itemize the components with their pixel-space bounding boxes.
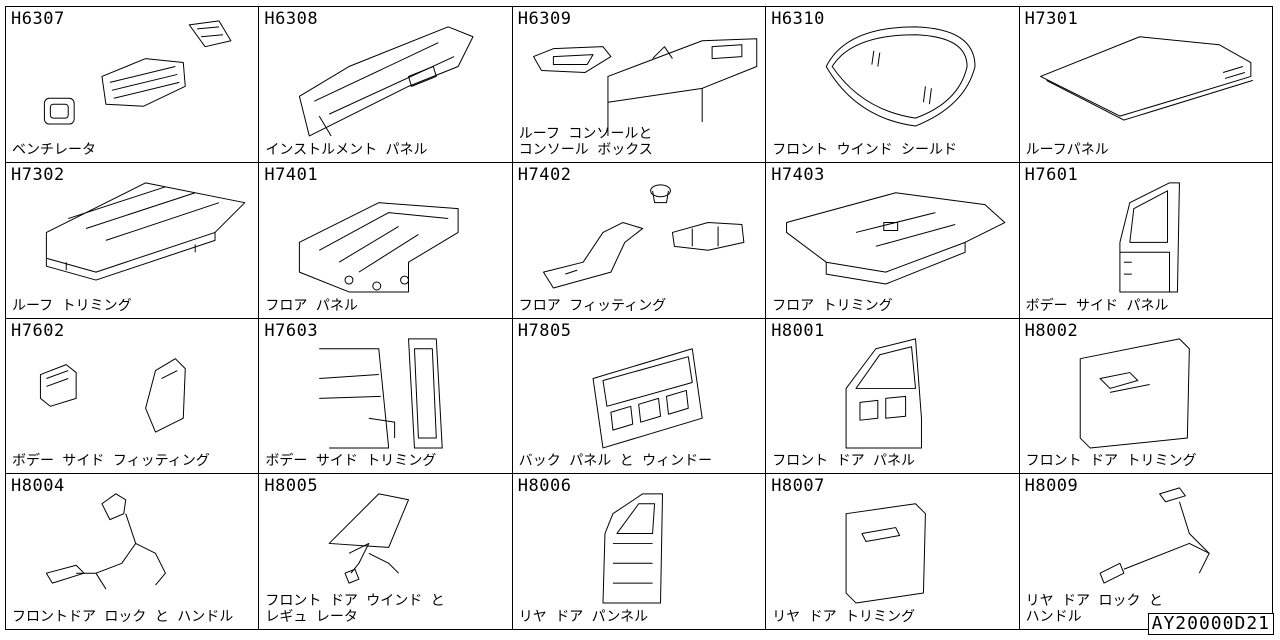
door-lock-icon xyxy=(45,493,166,590)
part-cell-h6307[interactable]: H6307 ベンチレータ xyxy=(6,7,260,163)
part-code: H6307 xyxy=(11,9,65,29)
part-cell-h7401[interactable]: H7401 フロア パネル xyxy=(259,162,513,319)
part-code: H7402 xyxy=(517,164,572,185)
part-code: H7401 xyxy=(264,164,319,185)
part-label: フロントドア ロック と ハンドル xyxy=(12,609,234,625)
cab-trim-icon xyxy=(319,337,444,448)
part-cell-h7602[interactable]: H7602 ボデー サイド フィッティング xyxy=(6,318,260,475)
part-cell-h6310[interactable]: H6310 フロント ウインド シールド xyxy=(766,7,1020,163)
part-code: H7603 xyxy=(264,320,319,341)
part-code: H8004 xyxy=(11,476,65,497)
part-label: ルーフ トリミング xyxy=(12,297,132,314)
part-cell-h7601[interactable]: H7601 ボデー サイド パネル xyxy=(1019,162,1273,319)
part-code: H7602 xyxy=(11,320,65,341)
part-cell-h8007[interactable]: H8007 リヤ ドア トリミング xyxy=(766,474,1020,630)
floor-panel-icon xyxy=(299,201,460,293)
part-label: ベンチレータ xyxy=(12,141,96,158)
part-cell-h7403[interactable]: H7403 フロア トリミング xyxy=(766,162,1020,319)
part-label: バック パネル と ウィンドー xyxy=(518,453,713,470)
part-code: H7805 xyxy=(517,320,572,341)
part-label: リヤ ドア トリミング xyxy=(772,609,916,625)
part-cell-h7301[interactable]: H7301 ルーフパネル xyxy=(1019,7,1273,163)
windshield-icon xyxy=(825,26,976,127)
part-code: H8001 xyxy=(771,320,825,341)
part-code: H6310 xyxy=(771,9,825,29)
roof-panel-icon xyxy=(1039,36,1253,121)
part-cell-h6309[interactable]: H6309 ルーフ コンソールと コンソール ボックス xyxy=(512,7,767,163)
vent-louver-icon xyxy=(43,20,232,125)
part-code: H8006 xyxy=(517,476,572,497)
floor-trim-icon xyxy=(786,192,1006,285)
part-label: ボデー サイド パネル xyxy=(1025,297,1169,314)
part-cell-h8004[interactable]: H8004 フロントドア ロック と ハンドル xyxy=(6,474,260,630)
floor-fitting-icon xyxy=(542,184,745,289)
part-code: H8009 xyxy=(1024,476,1079,497)
rear-door-lock-icon xyxy=(1099,487,1210,584)
part-cell-h8009[interactable]: H8009 リヤ ドア ロック と ハンドル xyxy=(1019,474,1273,630)
part-label: リヤ ドア パンネル xyxy=(518,609,649,625)
part-cell-h7603[interactable]: H7603 ボデー サイド トリミング xyxy=(259,318,513,475)
part-code: H7302 xyxy=(11,164,65,185)
rear-door-icon xyxy=(602,493,663,604)
part-label: ボデー サイド フィッティング xyxy=(12,453,210,470)
part-label: リヤ ドア ロック と ハンドル xyxy=(1025,593,1163,625)
part-cell-h8005[interactable]: H8005 フロント ドア ウインド と レギュ レータ xyxy=(259,474,513,630)
part-code: H6308 xyxy=(264,9,319,29)
part-code: H7403 xyxy=(771,164,825,185)
parts-grid: H6307 ベンチレータ H6308 インストルメント パネル H6309 ルーフ コンソ… xyxy=(5,6,1273,630)
window-regulator-icon xyxy=(329,493,410,584)
mud-flap-icon xyxy=(39,357,186,433)
part-code: H6309 xyxy=(517,9,572,29)
part-code: H7601 xyxy=(1024,164,1079,185)
instrument-panel-icon xyxy=(299,26,474,137)
part-cell-h8001[interactable]: H8001 フロント ドア パネル xyxy=(766,318,1020,475)
part-label: ルーフ コンソールと コンソール ボックス xyxy=(518,125,653,158)
part-code: H8007 xyxy=(771,476,825,497)
part-code: H8002 xyxy=(1024,320,1079,341)
back-panel-icon xyxy=(592,347,703,448)
part-label: フロア フィッティング xyxy=(518,297,667,314)
part-label: ボデー サイド トリミング xyxy=(265,453,437,470)
part-cell-h6308[interactable]: H6308 インストルメント パネル xyxy=(259,7,513,163)
console-box-icon xyxy=(532,38,758,136)
part-code: H8005 xyxy=(264,476,319,497)
rear-door-trim-icon xyxy=(845,503,927,604)
part-label: フロア トリミング xyxy=(772,297,893,314)
part-label: ルーフパネル xyxy=(1025,141,1109,158)
door-trim-icon xyxy=(1079,337,1190,448)
part-cell-h7302[interactable]: H7302 ルーフ トリミング xyxy=(6,162,260,319)
part-label: インストルメント パネル xyxy=(265,141,428,158)
part-label: フロント ドア トリミング xyxy=(1025,453,1197,470)
part-cell-h7402[interactable]: H7402 フロア フィッティング xyxy=(512,162,767,319)
part-label: フロア パネル xyxy=(265,297,358,314)
diagram-id: AY20000D21 xyxy=(1147,613,1274,635)
body-side-panel-icon xyxy=(1119,182,1180,293)
part-cell-h8002[interactable]: H8002 フロント ドア トリミング xyxy=(1019,318,1273,475)
part-label: フロント ウインド シールド xyxy=(772,141,958,158)
part-code: H7301 xyxy=(1024,9,1079,29)
part-cell-h8006[interactable]: H8006 リヤ ドア パンネル xyxy=(512,474,767,630)
part-cell-h7805[interactable]: H7805 バック パネル と ウィンドー xyxy=(512,318,767,475)
roof-trim-icon xyxy=(45,182,246,281)
part-label: フロント ドア パネル xyxy=(772,453,916,470)
front-door-icon xyxy=(845,337,923,448)
part-label: フロント ドア ウインド と レギュ レータ xyxy=(265,593,445,625)
